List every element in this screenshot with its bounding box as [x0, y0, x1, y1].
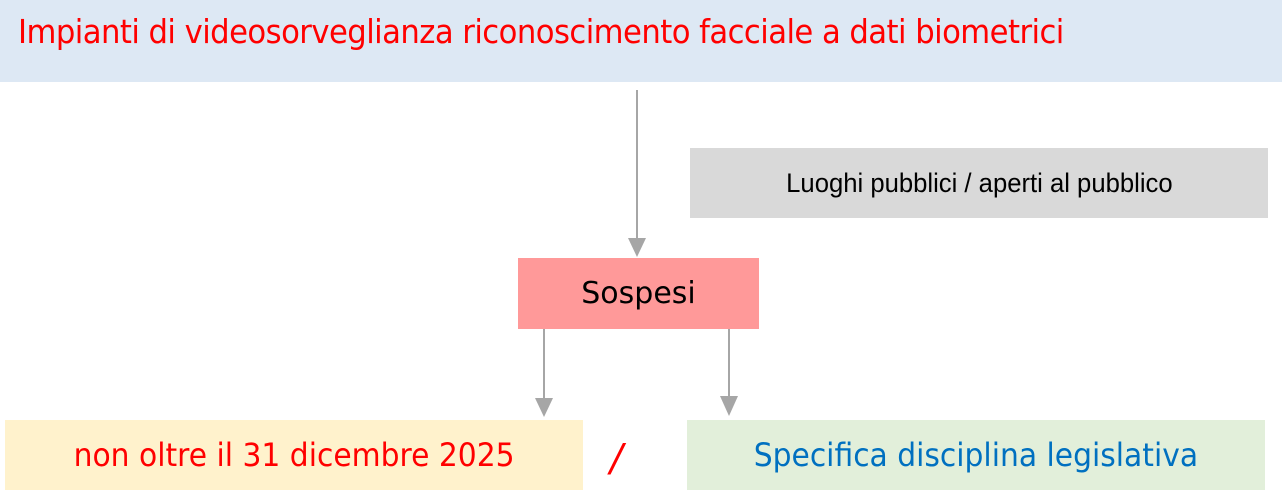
status-box-sospesi: Sospesi: [518, 258, 759, 329]
status-label: Sospesi: [581, 276, 696, 311]
outcome-deadline-box: non oltre il 31 dicembre 2025: [5, 420, 583, 490]
diagram-title: Impianti di videosorveglianza riconoscim…: [18, 12, 1064, 51]
title-banner: Impianti di videosorveglianza riconoscim…: [0, 0, 1282, 82]
arrowhead-icon: [720, 396, 738, 416]
legislation-label: Specifica disciplina legislativa: [753, 436, 1199, 474]
outcome-legislation-box: Specifica disciplina legislativa: [687, 420, 1265, 490]
deadline-label: non oltre il 31 dicembre 2025: [73, 436, 515, 474]
context-label: Luoghi pubblici / aperti al pubblico: [785, 167, 1173, 198]
context-box-public-places: Luoghi pubblici / aperti al pubblico: [690, 148, 1268, 218]
arrowhead-icon: [628, 238, 646, 257]
arrowhead-icon: [535, 398, 553, 417]
outcome-separator: /: [610, 436, 623, 480]
